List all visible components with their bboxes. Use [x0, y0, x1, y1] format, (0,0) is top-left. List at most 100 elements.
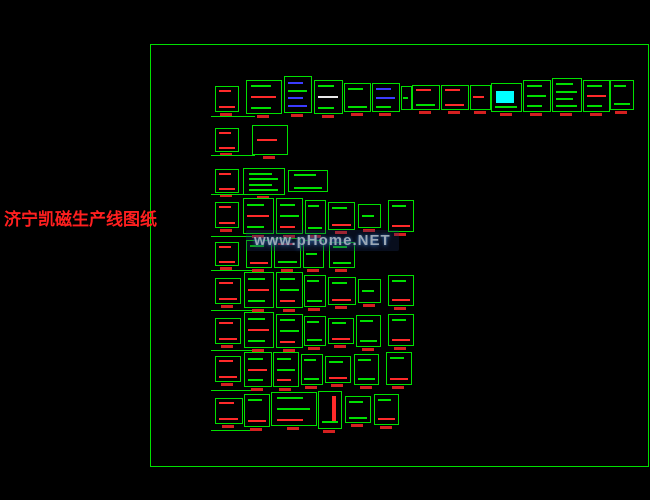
frame-mark	[218, 246, 232, 249]
frame-caption	[250, 428, 262, 431]
frame-mark	[307, 320, 319, 323]
frame-mark	[361, 214, 374, 217]
frame-caption	[334, 345, 346, 348]
frame-mark	[389, 377, 408, 380]
drawing-frame	[412, 85, 440, 110]
frame-mark	[218, 282, 233, 285]
drawing-frame	[358, 204, 381, 228]
drawing-frame	[583, 80, 610, 112]
drawing-frame	[244, 352, 272, 387]
frame-mark	[376, 105, 392, 108]
frame-mark	[613, 84, 627, 87]
frame-mark	[361, 289, 374, 292]
frame-mark	[249, 244, 264, 247]
frame-caption	[282, 349, 295, 352]
frame-mark	[331, 396, 337, 422]
drawing-frame	[328, 202, 355, 230]
frame-caption	[220, 267, 232, 270]
frame-mark	[304, 359, 316, 362]
frame-caption	[221, 345, 233, 348]
frame-mark	[247, 399, 262, 402]
frame-mark	[495, 105, 517, 108]
drawing-frame	[244, 272, 274, 308]
frame-caption	[222, 425, 234, 428]
frame-mark	[613, 103, 630, 106]
row-underline	[211, 236, 255, 237]
frame-caption	[419, 111, 431, 114]
frame-mark	[359, 340, 377, 342]
drawing-frame	[314, 80, 343, 114]
frame-caption	[331, 384, 343, 387]
frame-mark	[248, 300, 265, 303]
frame-caption	[252, 309, 264, 312]
frame-mark	[318, 85, 334, 88]
frame-caption	[220, 229, 232, 232]
frame-mark	[248, 357, 264, 360]
frame-mark	[247, 226, 265, 229]
frame-mark	[359, 320, 374, 323]
row-underline	[211, 155, 255, 156]
row-header-frame	[215, 242, 239, 266]
drawing-frame	[388, 275, 414, 306]
frame-mark	[587, 85, 602, 88]
frame-mark	[218, 206, 232, 209]
frame-caption	[361, 348, 374, 351]
frame-mark	[376, 87, 392, 90]
drawing-frame	[252, 125, 288, 155]
frame-caption	[257, 115, 269, 118]
drawing-frame	[276, 198, 303, 234]
frame-mark	[416, 104, 436, 107]
production-line-title: 济宁凯磁生产线图纸	[4, 210, 157, 229]
frame-mark	[308, 226, 323, 229]
drawing-frame	[244, 394, 270, 427]
frame-mark	[332, 223, 351, 226]
frame-mark	[280, 340, 295, 343]
frame-mark	[293, 187, 322, 189]
row-underline	[211, 310, 255, 311]
frame-mark	[277, 418, 303, 421]
frame-caption	[280, 269, 293, 272]
drawing-frame	[246, 240, 272, 268]
frame-mark	[331, 338, 350, 341]
frame-caption	[335, 306, 347, 309]
frame-mark	[328, 377, 347, 379]
drawing-frame	[388, 314, 414, 346]
drawing-frame	[305, 200, 326, 234]
frame-mark	[391, 205, 406, 208]
frame-mark	[403, 96, 409, 99]
frame-caption	[251, 388, 263, 391]
row-header-frame	[215, 128, 239, 152]
frame-mark	[348, 417, 367, 419]
drawing-frame	[246, 80, 282, 114]
drawing-frame	[345, 396, 371, 423]
frame-mark	[332, 246, 347, 249]
frame-mark	[249, 261, 268, 264]
frame-caption	[306, 269, 319, 272]
row-underline	[211, 270, 255, 271]
frame-mark	[288, 105, 308, 107]
frame-mark	[251, 106, 271, 109]
frame-caption	[221, 383, 233, 386]
drawing-frame	[441, 85, 469, 110]
drawing-frame	[303, 240, 324, 268]
frame-mark	[218, 376, 237, 379]
frame-mark	[247, 203, 265, 206]
frame-mark	[288, 89, 308, 92]
frame-mark	[251, 85, 271, 88]
frame-mark	[280, 319, 295, 322]
frame-mark	[248, 178, 279, 180]
frame-mark	[257, 138, 277, 141]
frame-caption	[263, 156, 275, 159]
frame-mark	[377, 418, 395, 421]
frame-mark	[391, 225, 410, 227]
frame-caption	[323, 430, 335, 433]
drawing-frame	[358, 279, 381, 303]
row-header-frame	[215, 356, 241, 382]
frame-mark	[248, 288, 270, 291]
drawing-frame	[329, 242, 355, 268]
frame-mark	[247, 419, 266, 422]
frame-caption	[335, 269, 347, 272]
frame-caption	[308, 347, 320, 350]
frame-caption	[220, 153, 232, 156]
frame-caption	[308, 308, 320, 311]
